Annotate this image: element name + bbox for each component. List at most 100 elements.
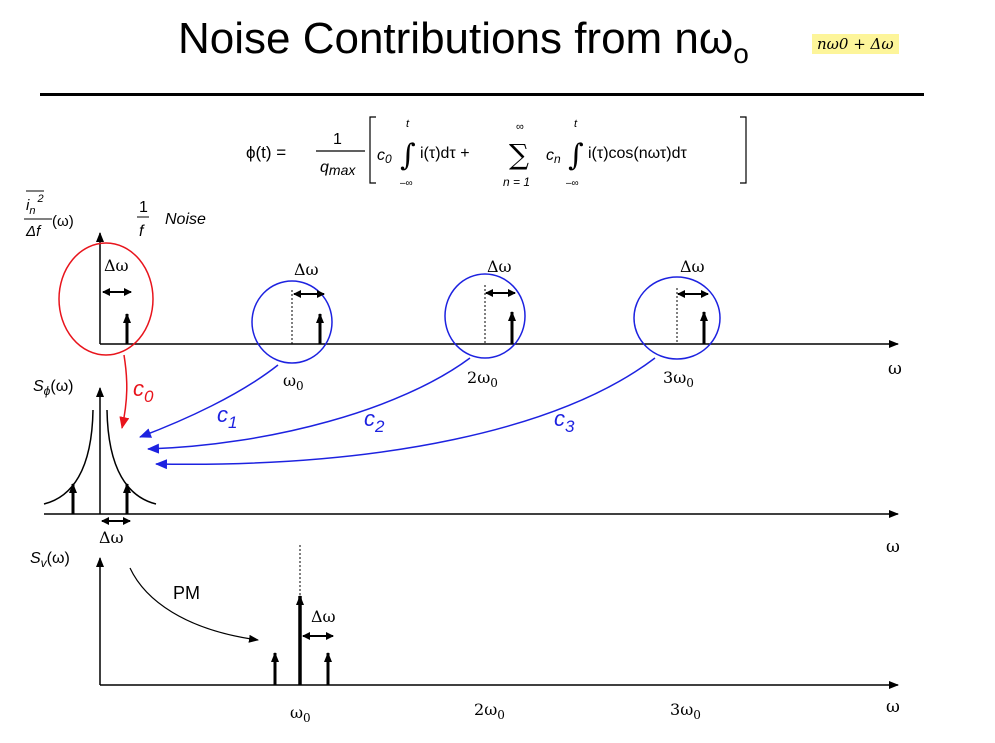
title-rule: [40, 93, 924, 96]
eq-integral-2-upper: t: [574, 118, 578, 130]
bot-tick-2w0-sub: 0: [497, 708, 505, 722]
top-tick-2w0-sub: 0: [490, 376, 498, 390]
c3-arrow: [155, 357, 656, 470]
c1-sub: 1: [228, 413, 237, 432]
bot-tick-2w0-coef: 2: [474, 700, 484, 719]
eq-frac-num: 1: [333, 131, 342, 148]
top-tick-2w0-sym: ω: [477, 368, 490, 387]
eq-c0-sub: 0: [385, 152, 392, 166]
top-tick-3w0-sub: 0: [686, 376, 694, 390]
top-ylabel-den: Δf: [25, 223, 42, 240]
eq-integral-1: ∫: [400, 138, 416, 173]
bot-ylabel: Sv(ω): [30, 550, 70, 570]
flicker-num: 1: [139, 199, 148, 216]
bot-tick-2w0-sym: ω: [484, 700, 497, 719]
top-x-label: ω: [888, 359, 902, 379]
bot-tick-w0: ω0: [290, 703, 311, 725]
flicker-den: f: [139, 223, 145, 240]
top-ylabel-2: 2: [36, 193, 43, 205]
bot-tick-w0-sub: 0: [303, 711, 311, 725]
eq-integral-2-lower: –∞: [566, 178, 579, 189]
eq-cn-letter: c: [546, 147, 554, 164]
mid-delta-label: Δω: [99, 528, 124, 547]
eq-integrand-1: i(τ)dτ +: [420, 145, 470, 162]
c3-label: c3: [554, 406, 575, 436]
w0-noise-circle: [251, 280, 333, 364]
top-tick-3w0: 3ω0: [663, 368, 694, 390]
flicker-label: Noise: [165, 211, 206, 228]
bot-tick-3w0-coef: 3: [670, 700, 680, 719]
top-tick-2w0-coef: 2: [467, 368, 477, 387]
title-subscript: o: [733, 38, 749, 69]
dc-noise-circle: [58, 242, 154, 356]
dc-delta-label: Δω: [104, 256, 129, 275]
top-tick-3w0-coef: 3: [663, 368, 673, 387]
top-tick-w0: ω0: [283, 371, 304, 393]
bot-tick-3w0-sub: 0: [693, 708, 701, 722]
bot-delta-label: Δω: [311, 607, 336, 626]
c0-letter: c: [133, 376, 144, 401]
bot-tick-3w0-sym: ω: [680, 700, 693, 719]
c2-label: c2: [364, 406, 385, 436]
w0-delta-label: Δω: [294, 260, 319, 279]
top-ylabel-num: in2: [26, 193, 44, 217]
c2-letter: c: [364, 406, 375, 431]
mid-ylabel-s: S: [33, 378, 44, 395]
bot-ylabel-s: S: [30, 550, 41, 567]
eq-lhs: ϕ(t) =: [246, 143, 286, 162]
top-ylabel-i: i: [26, 197, 30, 214]
c2-sub: 2: [374, 417, 385, 436]
2w0-delta-label: Δω: [487, 257, 512, 276]
mid-ylabel: Sϕ(ω): [33, 378, 74, 398]
c2-arrow: [147, 357, 471, 454]
2w0-noise-circle: [444, 273, 526, 359]
title-badge: nω0 + Δω: [812, 34, 899, 54]
eq-cn: cn: [546, 147, 561, 166]
top-ylabel-n: n: [29, 205, 35, 217]
eq-sum: ∑: [509, 138, 529, 171]
eq-c0: c0: [377, 147, 392, 166]
coefficient-arrows: c0 c1 c2 c3: [119, 354, 656, 470]
eq-integral-1-lower: –∞: [400, 178, 413, 189]
bot-tick-w0-sym: ω: [290, 703, 303, 722]
eq-cn-sub: n: [554, 152, 561, 166]
top-tick-w0-sym: ω: [283, 371, 296, 390]
3w0-delta-label: Δω: [680, 257, 705, 276]
bot-x-label: ω: [886, 697, 900, 717]
eq-bracket-right: [740, 116, 747, 184]
3w0-noise-circle: [633, 276, 721, 360]
eq-integral-2: ∫: [568, 138, 584, 173]
mid-x-label: ω: [886, 537, 900, 557]
eq-integral-1-upper: t: [406, 118, 410, 130]
top-plot: in2 Δf (ω) 1 f Noise ω Δω Δω: [24, 190, 902, 393]
top-tick-2w0: 2ω0: [467, 368, 498, 390]
c3-sub: 3: [565, 417, 575, 436]
eq-max: max: [329, 162, 356, 178]
top-tick-w0-sub: 0: [296, 379, 304, 393]
mid-lorentz-right: [106, 409, 157, 505]
bot-ylabel-arg: (ω): [47, 550, 70, 567]
c3-letter: c: [554, 406, 565, 431]
pm-label: PM: [173, 583, 200, 603]
pm-arrow: [129, 567, 259, 643]
eq-frac-den: qmax: [320, 159, 356, 178]
bot-ylabel-sub: v: [41, 556, 48, 570]
c0-arrow: [119, 354, 130, 429]
top-tick-3w0-sym: ω: [673, 368, 686, 387]
eq-sum-upper: ∞: [516, 121, 524, 133]
eq-integrand-2: i(τ)cos(nωτ)dτ: [588, 145, 687, 162]
c1-arrow: [139, 364, 279, 438]
top-ylabel-arg: (ω): [52, 213, 74, 230]
bot-tick-3w0: 3ω0: [670, 700, 701, 722]
phase-equation: ϕ(t) = 1 qmax c0 ∫ t –∞ i(τ)dτ + ∑ ∞ n =…: [246, 116, 747, 189]
bottom-plot: Sv(ω) ω PM Δω ω0 2ω0 3ω0: [30, 545, 900, 725]
mid-ylabel-arg: (ω): [50, 378, 73, 395]
slide-title: Noise Contributions from nωo: [178, 14, 749, 79]
title-main: Noise Contributions from nω: [178, 14, 734, 63]
eq-q: q: [320, 159, 329, 176]
eq-sum-lower: n = 1: [503, 175, 530, 189]
mid-lorentz-left: [43, 409, 94, 505]
c1-label: c1: [217, 402, 237, 432]
